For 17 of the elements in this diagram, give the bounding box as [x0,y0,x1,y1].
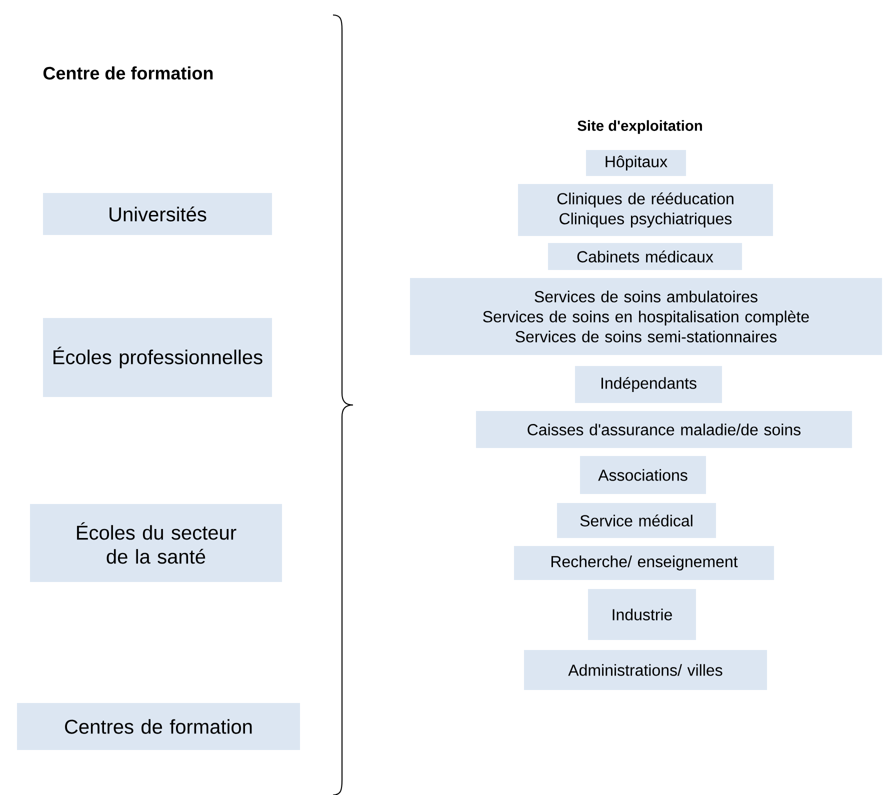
text-box: Industrie [588,589,696,640]
text-box: Service médical [557,503,716,538]
heading: Centre de formation [43,66,213,80]
text-box: Caisses d'assurance maladie/de soins [476,411,852,448]
text-box: Administrations/ villes [524,650,768,690]
text-box: Écoles du secteur de la santé [30,504,282,582]
text-box: Universités [43,193,272,235]
text-box: Indépendants [575,366,722,403]
text-box: Cabinets médicaux [548,243,742,270]
text-box: Hôpitaux [586,150,686,176]
heading: Site d'exploitation [578,120,702,134]
text-box: Écoles professionnelles [43,318,272,397]
text-box: Services de soins ambulatoires Services de soins en hospitalisation complète Services de soins semi-stationnaires [410,278,882,355]
text-box: Associations [580,456,706,494]
text-box: Recherche/ enseignement [514,546,774,580]
text-box: Cliniques de rééducation Cliniques psychiatriques [518,184,773,236]
text-box: Centres de formation [17,703,300,750]
